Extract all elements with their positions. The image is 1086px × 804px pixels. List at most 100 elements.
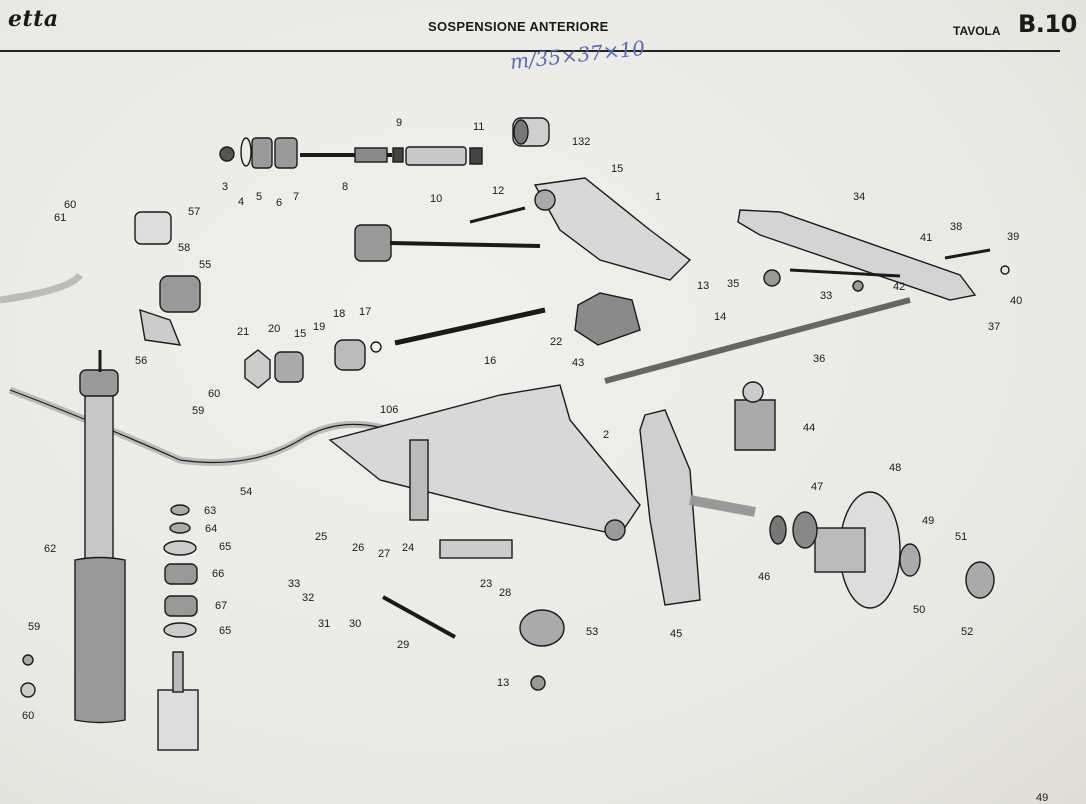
part-label-p37: 37 — [988, 321, 1000, 333]
part-label-p50: 50 — [913, 604, 925, 616]
part-label-p27: 27 — [378, 548, 390, 560]
part-label-p44: 44 — [803, 422, 815, 434]
bump-stop — [574, 292, 641, 346]
part-label-p30: 30 — [349, 618, 361, 630]
part-label-p28: 28 — [499, 587, 511, 599]
part-label-p55: 55 — [199, 259, 211, 271]
part-label-p20: 20 — [268, 323, 280, 335]
part-label-p63: 63 — [204, 505, 216, 517]
part-label-p39: 39 — [1007, 231, 1019, 243]
tavola-code: B.10 — [1018, 10, 1077, 38]
part-label-p17: 17 — [359, 306, 371, 318]
part-label-p32: 32 — [302, 592, 314, 604]
part-label-p66: 66 — [212, 568, 224, 580]
part-label-p40: 40 — [1010, 295, 1022, 307]
part-label-p18: 18 — [333, 308, 345, 320]
part-label-p61: 61 — [54, 212, 66, 224]
steering-knuckle — [639, 409, 701, 606]
part-label-p25: 25 — [315, 531, 327, 543]
part-label-p38: 38 — [950, 221, 962, 233]
part-label-p60a: 60 — [64, 199, 76, 211]
part-label-p19: 19 — [313, 321, 325, 333]
part-label-p49: 49 — [922, 515, 934, 527]
part-label-p45: 45 — [670, 628, 682, 640]
part-label-p7: 7 — [293, 191, 299, 203]
page-number: 49 — [1036, 792, 1049, 804]
part-label-p10: 10 — [430, 193, 442, 205]
rod-36 — [604, 297, 911, 384]
part-label-p2: 2 — [603, 429, 609, 441]
shock-lower-body — [157, 689, 199, 751]
brand-logo: etta — [8, 6, 59, 32]
rod-bushing-left — [354, 224, 392, 262]
part-label-p54: 54 — [240, 486, 252, 498]
link-34 — [737, 209, 977, 301]
part-label-p22: 22 — [550, 336, 562, 348]
page-title: SOSPENSIONE ANTERIORE — [428, 19, 609, 34]
pin-23 — [439, 539, 513, 559]
part-label-p56: 56 — [135, 355, 147, 367]
part-label-p29: 29 — [397, 639, 409, 651]
part-label-p33a: 33 — [820, 290, 832, 302]
part-label-p24: 24 — [402, 542, 414, 554]
part-label-p43: 43 — [572, 357, 584, 369]
shock-absorber — [84, 389, 114, 591]
tavola-label: TAVOLA — [953, 24, 1001, 38]
part-label-p58: 58 — [178, 242, 190, 254]
part-label-p65a: 65 — [219, 541, 231, 553]
part-label-p60c: 60 — [22, 710, 34, 722]
diagram-parts — [0, 117, 1010, 751]
part-label-p15b: 15 — [294, 328, 306, 340]
part-label-p15a: 15 — [611, 163, 623, 175]
part-label-p26: 26 — [352, 542, 364, 554]
upper-arm — [533, 177, 692, 281]
part-label-p46: 46 — [758, 571, 770, 583]
part-label-p62: 62 — [44, 543, 56, 555]
part-label-p41: 41 — [920, 232, 932, 244]
part-label-p67: 67 — [215, 600, 227, 612]
part-label-p31: 31 — [318, 618, 330, 630]
lower-arm — [328, 384, 641, 536]
part-label-p65b: 65 — [219, 625, 231, 637]
part-label-p35: 35 — [727, 278, 739, 290]
part-label-p47: 47 — [811, 481, 823, 493]
part-label-p59b: 59 — [28, 621, 40, 633]
shock-spring — [74, 556, 126, 724]
part-label-p106: 106 — [380, 404, 398, 416]
rod-assembly-top — [219, 137, 483, 169]
part-label-p6: 6 — [276, 197, 282, 209]
part-label-p52: 52 — [961, 626, 973, 638]
rod-16 — [394, 307, 546, 346]
part-label-p36: 36 — [813, 353, 825, 365]
part-label-p16: 16 — [484, 355, 496, 367]
part-label-p34: 34 — [853, 191, 865, 203]
bushing-132 — [512, 117, 550, 147]
ball-joint-53 — [519, 609, 565, 647]
part-label-p13a: 13 — [697, 280, 709, 292]
part-label-p59a: 59 — [192, 405, 204, 417]
ball-joint-44 — [734, 399, 776, 451]
part-label-p11: 11 — [473, 121, 484, 133]
bolt-29 — [382, 595, 456, 639]
part-label-p4: 4 — [238, 196, 244, 208]
part-label-p51: 51 — [955, 531, 967, 543]
part-label-p23: 23 — [480, 578, 492, 590]
part-label-p33b: 33 — [288, 578, 300, 590]
part-label-p48: 48 — [889, 462, 901, 474]
part-label-p21: 21 — [237, 326, 249, 338]
part-label-p64: 64 — [205, 523, 217, 535]
part-label-p8: 8 — [342, 181, 348, 193]
part-label-p42: 42 — [893, 281, 905, 293]
part-label-p53: 53 — [586, 626, 598, 638]
part-label-p57: 57 — [188, 206, 200, 218]
part-label-p5: 5 — [256, 191, 262, 203]
part-label-p132: 132 — [572, 136, 590, 148]
part-label-p9: 9 — [396, 117, 402, 129]
part-label-p12: 12 — [492, 185, 504, 197]
part-label-p3: 3 — [222, 181, 228, 193]
header-rule — [0, 50, 1060, 52]
part-label-p60b: 60 — [208, 388, 220, 400]
